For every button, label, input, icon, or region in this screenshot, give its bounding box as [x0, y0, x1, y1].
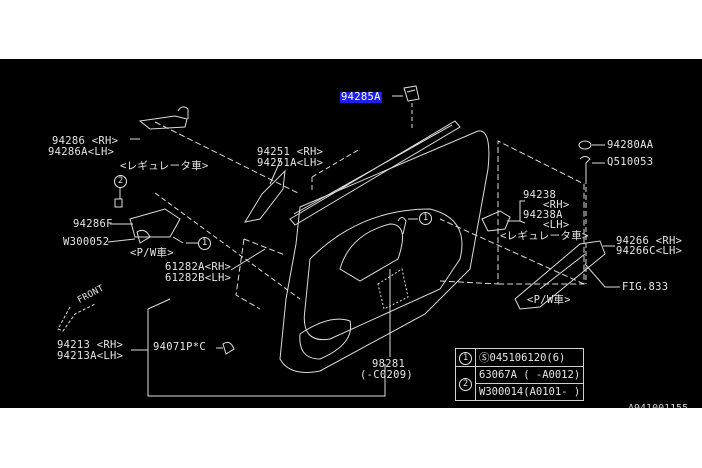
part-label-94213A-lh[interactable]: 94213A<LH>: [57, 350, 124, 362]
callout-1-left: 1: [198, 237, 211, 250]
clip-2: [114, 198, 123, 208]
legend-ref-1: 1: [459, 351, 472, 365]
part-label-61282A-rh[interactable]: 61282A<RH>: [165, 261, 232, 273]
legend-value-2b[interactable]: W300014(A0101- ): [474, 383, 585, 401]
part-label-94251A-lh[interactable]: 94251A<LH>: [257, 157, 324, 169]
part-label-94286A-lh[interactable]: 94286A<LH>: [48, 146, 115, 158]
window-trim: [243, 169, 286, 223]
part-label-94238A[interactable]: 94238A: [523, 209, 563, 221]
part-label-94286-rh[interactable]: 94286 <RH>: [52, 135, 119, 147]
part-label-98281[interactable]: 98281: [372, 358, 406, 370]
weatherstrip: [289, 120, 461, 226]
speaker-grille: [377, 268, 409, 310]
legend-value-1[interactable]: Ⓢ045106120(6): [474, 348, 585, 367]
parts-diagram: 94285A 94286 <RH> 94286A<LH> <レギュレータ車> 9…: [0, 59, 702, 408]
screw-w300052: [136, 229, 151, 244]
legend-ref-2: 2: [459, 377, 472, 391]
callout-1-right: 1: [419, 212, 432, 225]
pw-switch-94266: [514, 240, 606, 310]
part-label-94266-rh[interactable]: 94266 <RH>: [616, 235, 683, 247]
legend-row-2a: 2 63067A ( -A0012): [455, 366, 585, 401]
part-label-W300052[interactable]: W300052: [63, 236, 110, 248]
part-label-94286F[interactable]: 94286F: [73, 218, 113, 230]
part-label-94238[interactable]: 94238: [523, 189, 557, 201]
fastener-legend-table: 1 Ⓢ045106120(6) 2 63067A ( -A0012) W3000…: [455, 348, 585, 401]
front-arrow: [57, 303, 96, 332]
regulator-note-right: <レギュレータ車>: [500, 230, 589, 242]
rh-note: <RH>: [543, 199, 570, 211]
drawing-id: A941001155: [628, 403, 688, 408]
pw-note-right: <P/W車>: [527, 294, 571, 306]
screw-1-right: [397, 217, 407, 235]
clip-icon: [403, 85, 420, 102]
legend-value-2a[interactable]: 63067A ( -A0012): [474, 366, 585, 384]
pw-note-left: <P/W車>: [130, 247, 174, 259]
part-label-94213-rh[interactable]: 94213 <RH>: [57, 339, 124, 351]
part-98281-note: (-C0209): [360, 369, 413, 381]
part-label-94266C-lh[interactable]: 94266C<LH>: [616, 245, 683, 257]
inner-handle-regulator: [138, 106, 189, 130]
callout-2-left: 2: [114, 175, 127, 188]
part-label-61282B-lh[interactable]: 61282B<LH>: [165, 272, 232, 284]
figure-link-833[interactable]: FIG.833: [622, 281, 669, 293]
plug-94280AA: [578, 140, 592, 150]
inner-handle-pw: [129, 208, 181, 238]
door-trim-line-drawing: [57, 85, 620, 397]
screw-q510053: [579, 156, 591, 179]
legend-row-1: 1 Ⓢ045106120(6): [455, 348, 585, 367]
part-label-94071PC[interactable]: 94071P*C: [153, 341, 206, 353]
screw-1: [172, 236, 184, 244]
part-label-Q510053[interactable]: Q510053: [607, 156, 654, 168]
part-label-94285A[interactable]: 94285A: [340, 91, 382, 103]
lh-note: <LH>: [543, 219, 570, 231]
legend-row-2b: W300014(A0101- ): [456, 383, 585, 401]
regulator-note-left: <レギュレータ車>: [120, 160, 209, 172]
switch-cover-94238: [481, 210, 511, 232]
door-trim-panel: [279, 130, 490, 373]
clip-94071: [222, 341, 235, 355]
part-label-94251-rh[interactable]: 94251 <RH>: [257, 146, 324, 158]
part-label-94280AA[interactable]: 94280AA: [607, 139, 654, 151]
